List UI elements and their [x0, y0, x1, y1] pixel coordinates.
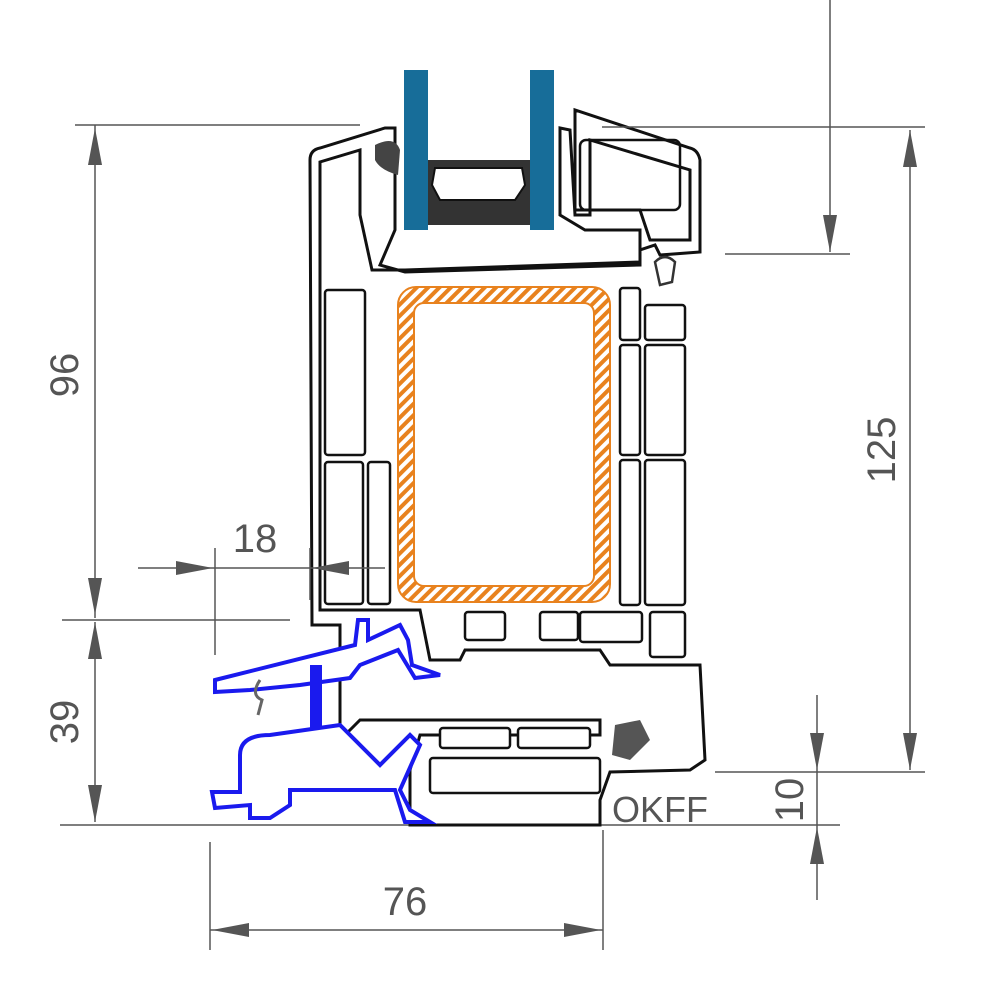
chambers: [323, 138, 687, 795]
threshold-lower: [209, 722, 438, 824]
dim-label-frame-depth: 76: [383, 880, 428, 924]
thermal-break: [310, 665, 322, 740]
dim-label-sash-height: 96: [43, 353, 87, 398]
dim-label-sill-height: 39: [43, 700, 87, 745]
glass-pane-outer: [404, 70, 428, 230]
threshold-upper: [213, 618, 441, 695]
dimension-lines: [62, 0, 925, 950]
sash-seal: [653, 255, 677, 287]
dim-label-overlap: 18: [233, 517, 278, 561]
dim-label-floor-offset: 10: [768, 778, 812, 823]
drip-seal: [254, 679, 264, 716]
floor-level-label: OKFF: [612, 789, 708, 830]
frame-seal: [612, 720, 650, 760]
reinforcement-inner: [413, 302, 595, 587]
spacer-chamber: [430, 167, 527, 201]
glass-pane-inner: [530, 70, 554, 230]
dim-label-total-height: 125: [860, 417, 904, 484]
glazing-seal: [375, 141, 400, 175]
